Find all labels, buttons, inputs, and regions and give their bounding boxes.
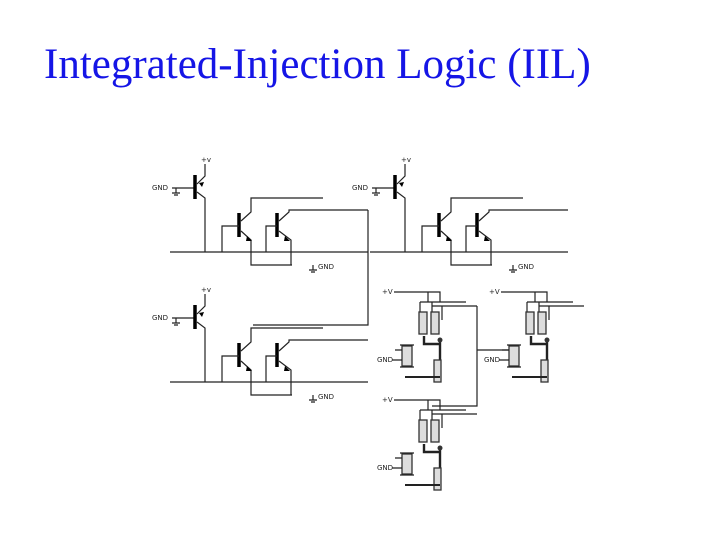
- supply-label: +v: [401, 156, 411, 164]
- iil-gate-top-left: +v GND GND: [152, 156, 368, 273]
- relay-logic-right: +V GND: [484, 288, 584, 383]
- ground-label: GND: [377, 356, 393, 364]
- relay-logic-bottom-left: +V GND: [377, 396, 477, 491]
- iil-gate-top-right: +v GND GND: [352, 156, 568, 273]
- ground-label: GND: [352, 184, 368, 192]
- ground-label: GND: [152, 184, 168, 192]
- supply-label: +V: [382, 288, 393, 296]
- supply-label: +v: [201, 156, 211, 164]
- supply-label: +V: [489, 288, 500, 296]
- supply-label: +v: [201, 286, 211, 294]
- ground-label: GND: [518, 263, 534, 271]
- ground-label: GND: [377, 464, 393, 472]
- ground-label: GND: [318, 263, 334, 271]
- relay-logic-top-left: +V GND: [377, 288, 477, 383]
- gate-interconnect-wire: [253, 210, 369, 326]
- ground-label: GND: [484, 356, 500, 364]
- supply-label: +V: [382, 396, 393, 404]
- ground-label: GND: [152, 314, 168, 322]
- slide-title: Integrated-Injection Logic (IIL): [44, 41, 591, 88]
- ground-label: GND: [318, 393, 334, 401]
- iil-gate-bottom-left: +v GND GND: [152, 286, 368, 403]
